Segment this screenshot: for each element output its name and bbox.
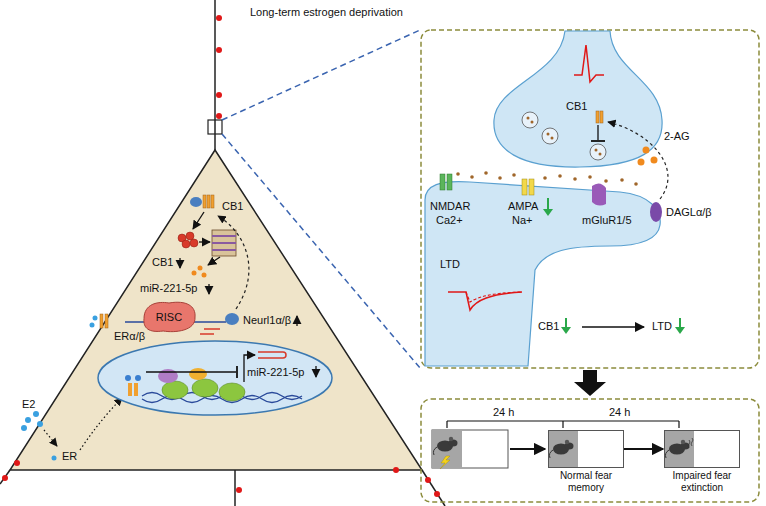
label-text: AMPA xyxy=(508,200,538,213)
synapse-panel xyxy=(421,30,759,396)
label-text: DAGLα/β xyxy=(666,206,712,219)
neuron xyxy=(0,0,445,506)
label-text: LTD xyxy=(440,258,460,271)
test-box: Normal fear memory xyxy=(548,430,624,468)
flow-arrow xyxy=(624,448,663,450)
nucleus-ellipse: miR-221-5p xyxy=(97,340,333,416)
behavior-panel xyxy=(421,399,759,502)
label-text: ERα/β xyxy=(114,330,145,343)
node-text: RISC xyxy=(156,311,182,324)
label-text: Neurl1α/β xyxy=(243,314,291,327)
node-text: miR-221-5p xyxy=(247,366,304,379)
node-text: Normal fear memory xyxy=(544,470,628,494)
label-text: NMDAR xyxy=(430,200,470,213)
node-text: Impaired fear extinction xyxy=(660,470,744,494)
label-text: CB1 xyxy=(152,256,173,269)
label-text: CB1 xyxy=(222,200,243,213)
label-text: mGluR1/5 xyxy=(582,214,632,227)
label-text: CB1 xyxy=(566,100,587,113)
label-text: 24 h xyxy=(609,406,630,419)
figure-title: Long-term estrogen deprivation xyxy=(250,6,403,19)
label-text: ER xyxy=(62,450,77,463)
label-text: Na+ xyxy=(512,214,533,227)
label-text: LTD xyxy=(652,320,672,333)
label-text: miR-221-5p xyxy=(140,282,197,295)
label-text: 24 h xyxy=(493,406,514,419)
nucleus xyxy=(98,341,332,415)
label-text: 2-AG xyxy=(664,130,690,143)
label-text: Ca2+ xyxy=(436,214,463,227)
cb1-degradation xyxy=(125,195,297,334)
label-text: CB1 xyxy=(538,320,559,333)
complex-blob: RISC xyxy=(140,300,198,334)
label-text: E2 xyxy=(22,398,35,411)
test-box: Impaired fear extinction xyxy=(664,430,740,468)
